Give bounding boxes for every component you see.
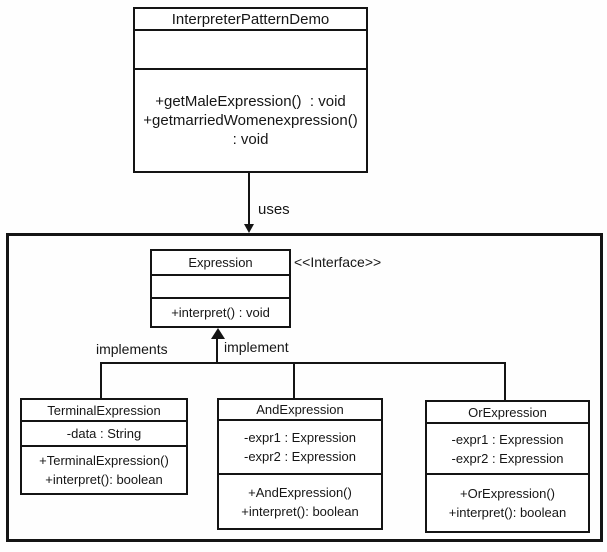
method-line: +interpret() : void <box>171 305 270 320</box>
method-line: +getmarriedWomenexpression() <box>143 112 358 129</box>
class-interpreterpatterndemo: InterpreterPatternDemo +getMaleExpressio… <box>133 7 368 173</box>
interface-stereotype-label: <<Interface>> <box>294 254 382 270</box>
methods-compartment: +interpret() : void <box>152 299 289 326</box>
generalization-arrowhead-icon <box>211 328 225 339</box>
method-line: +interpret(): boolean <box>448 505 567 520</box>
connector-drop-terminalexpression <box>100 362 102 398</box>
attributes-compartment: -expr1 : Expression -expr2 : Expression <box>427 424 588 475</box>
methods-compartment: +OrExpression() +interpret(): boolean <box>427 475 588 531</box>
implement-label: implement <box>224 339 289 355</box>
uses-label: uses <box>258 201 290 218</box>
class-andexpression: AndExpression -expr1 : Expression -expr2… <box>217 398 383 530</box>
attributes-compartment <box>152 276 289 299</box>
attribute-line: -expr1 : Expression <box>451 431 564 447</box>
methods-compartment: +AndExpression() +interpret(): boolean <box>219 475 381 528</box>
attribute-line: -expr2 : Expression <box>244 449 356 464</box>
generalization-line <box>216 338 218 364</box>
connector-drop-orexpression <box>504 362 506 400</box>
connector-drop-andexpression <box>293 362 295 398</box>
method-line: +TerminalExpression() <box>39 453 169 468</box>
class-title: TerminalExpression <box>22 400 186 422</box>
class-title: OrExpression <box>427 402 588 424</box>
uses-arrowhead-icon <box>244 224 254 233</box>
methods-compartment: +TerminalExpression() +interpret(): bool… <box>22 447 186 493</box>
method-line: +OrExpression() <box>460 486 555 501</box>
class-title: Expression <box>152 251 289 276</box>
implements-label: implements <box>96 341 168 357</box>
interpreter-package-frame <box>6 233 603 542</box>
class-expression-interface: Expression +interpret() : void <box>150 249 291 328</box>
class-terminalexpression: TerminalExpression -data : String +Termi… <box>20 398 188 495</box>
method-line: +AndExpression() <box>248 484 352 500</box>
class-title: AndExpression <box>219 400 381 421</box>
methods-compartment: +getMaleExpression() : void +getmarriedW… <box>135 70 366 171</box>
attributes-compartment: -data : String <box>22 422 186 447</box>
method-line: : void <box>232 131 269 148</box>
connector-horizontal-line <box>100 362 506 364</box>
class-orexpression: OrExpression -expr1 : Expression -expr2 … <box>425 400 590 533</box>
class-title: InterpreterPatternDemo <box>135 9 366 31</box>
attributes-compartment: -expr1 : Expression -expr2 : Expression <box>219 421 381 475</box>
attribute-line: -expr1 : Expression <box>244 430 356 445</box>
method-line: +getMaleExpression() : void <box>155 93 346 110</box>
method-line: +interpret(): boolean <box>241 503 359 519</box>
attributes-compartment <box>135 31 366 70</box>
attribute-line: -expr2 : Expression <box>451 450 564 466</box>
uses-arrow-line <box>248 173 250 226</box>
method-line: +interpret(): boolean <box>45 472 163 487</box>
attribute-line: -data : String <box>66 426 142 441</box>
